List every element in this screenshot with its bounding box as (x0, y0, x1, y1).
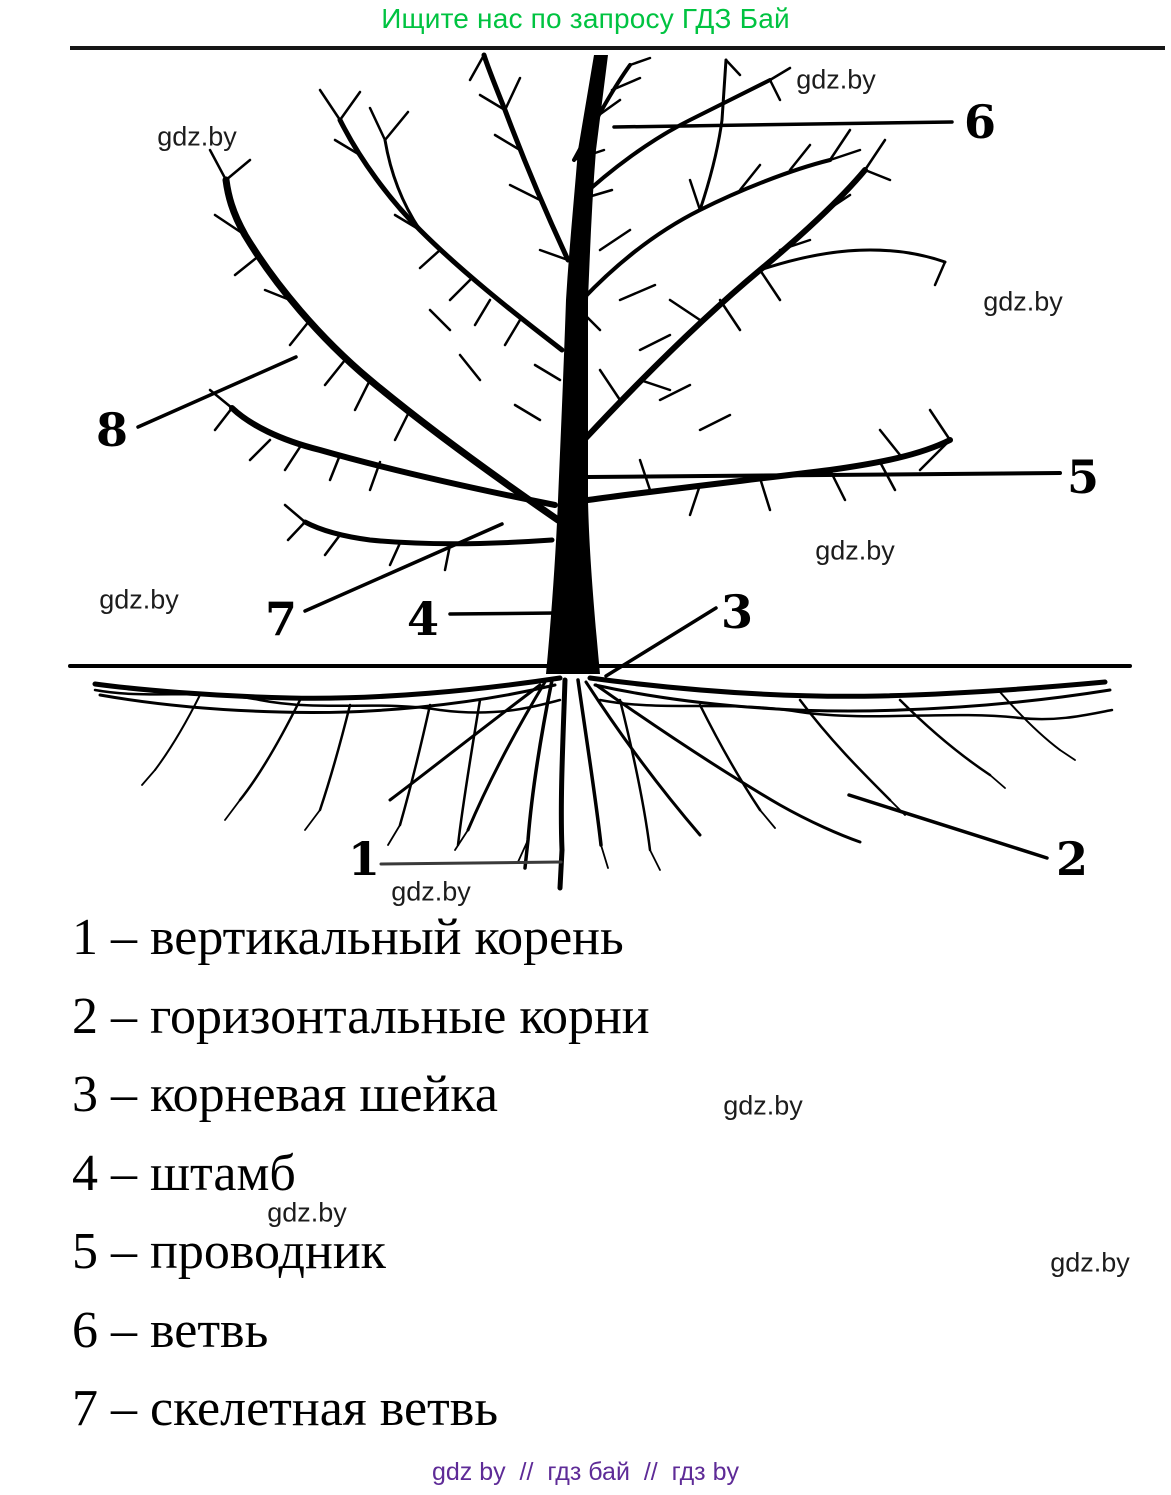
header-search-hint: Ищите нас по запросу ГДЗ Бай (381, 3, 790, 34)
leader-line-1 (379, 860, 563, 866)
legend-item-7: 7 – скелетная ветвь (72, 1380, 499, 1437)
diagram-label-7: 7 (264, 592, 298, 646)
watermark-gdzby: gdz.by (796, 64, 876, 95)
legend: 1 – вертикальный корень 2 – горизонтальн… (72, 908, 1072, 1458)
leader-line-2 (847, 793, 1049, 860)
watermark-gdzby: gdz.by (983, 286, 1063, 317)
legend-item-3: 3 – корневая шейка (72, 1066, 498, 1123)
watermark-gdzby: gdz.by (391, 876, 471, 907)
diagram-label-3: 3 (720, 585, 754, 639)
top-divider-line (70, 46, 1165, 50)
leader-line-8 (136, 355, 298, 429)
watermark-gdzby: gdz.by (99, 584, 179, 615)
diagram-label-8: 8 (95, 403, 129, 457)
leader-line-4 (448, 611, 558, 616)
legend-item-4: 4 – штамб (72, 1144, 296, 1202)
leader-line-7 (303, 522, 504, 613)
watermark-gdzby: gdz.by (815, 535, 895, 566)
watermark-gdzby: gdz.by (267, 1197, 347, 1228)
watermark-gdzby: gdz.by (1050, 1247, 1130, 1278)
diagram-label-4: 4 (406, 592, 440, 646)
trunk (546, 55, 608, 674)
legend-item-2: 2 – горизонтальные корни (72, 987, 650, 1045)
diagram-label-5: 5 (1066, 450, 1100, 504)
legend-item-1: 1 – вертикальный корень (72, 909, 624, 966)
leader-line-6 (612, 120, 954, 129)
watermark-gdzby: gdz.by (723, 1090, 803, 1121)
legend-item-5: 5 – проводник (72, 1223, 386, 1280)
diagram-label-6: 6 (963, 95, 997, 149)
legend-item-6: 6 – ветвь (72, 1301, 269, 1359)
footer-watermark: gdz by // гдз бай // гдз by (431, 1458, 739, 1486)
watermark-gdzby: gdz.by (157, 121, 237, 152)
diagram-label-1: 1 (347, 832, 381, 886)
leader-line-3 (604, 606, 718, 678)
leader-line-5 (586, 471, 1062, 479)
diagram-label-2: 2 (1055, 832, 1089, 886)
